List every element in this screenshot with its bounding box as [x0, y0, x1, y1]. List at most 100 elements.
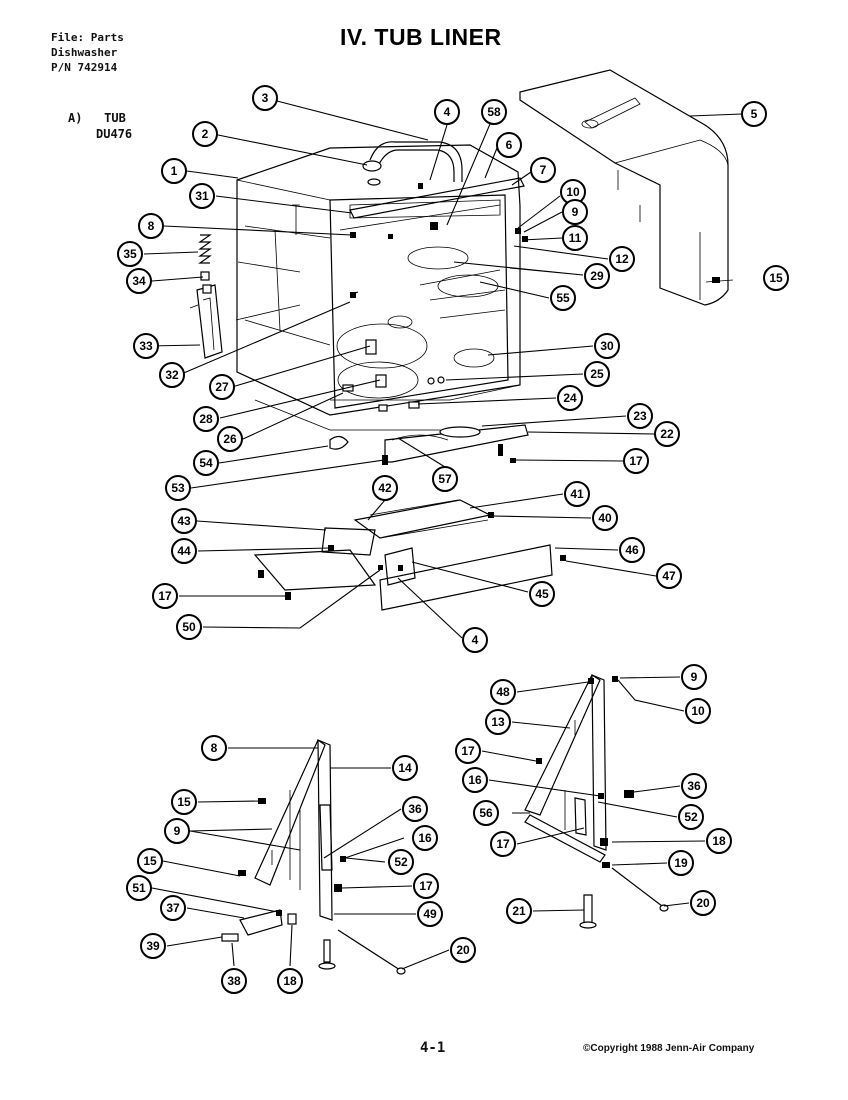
svg-text:30: 30 — [600, 339, 614, 353]
callout-56: 56 — [473, 800, 499, 826]
callout-40: 40 — [592, 505, 618, 531]
callout-8: 8 — [201, 735, 227, 761]
callout-27: 27 — [209, 374, 235, 400]
svg-text:47: 47 — [662, 569, 676, 583]
tub-body-drawing — [235, 144, 521, 431]
callout-14: 14 — [392, 755, 418, 781]
callout-10: 10 — [560, 179, 586, 205]
svg-text:34: 34 — [132, 274, 146, 288]
callout-52: 52 — [678, 804, 704, 830]
svg-text:6: 6 — [506, 138, 513, 152]
callout-39: 39 — [140, 933, 166, 959]
svg-text:13: 13 — [491, 715, 505, 729]
svg-text:27: 27 — [215, 380, 229, 394]
callout-47: 47 — [656, 563, 682, 589]
svg-text:38: 38 — [227, 974, 241, 988]
svg-text:7: 7 — [540, 163, 547, 177]
callout-19: 19 — [668, 850, 694, 876]
svg-text:48: 48 — [496, 685, 510, 699]
svg-text:11: 11 — [569, 231, 582, 245]
svg-text:20: 20 — [456, 943, 470, 957]
callout-54: 54 — [193, 450, 219, 476]
svg-text:57: 57 — [438, 472, 452, 486]
callout-15: 15 — [171, 789, 197, 815]
svg-text:18: 18 — [712, 834, 726, 848]
svg-text:40: 40 — [598, 511, 612, 525]
svg-text:1: 1 — [171, 164, 178, 178]
svg-text:9: 9 — [174, 824, 181, 838]
callout-24: 24 — [557, 385, 583, 411]
callout-4: 4 — [462, 627, 488, 653]
svg-text:5: 5 — [751, 107, 758, 121]
callout-17: 17 — [152, 583, 178, 609]
svg-text:51: 51 — [132, 881, 146, 895]
callout-34: 34 — [126, 268, 152, 294]
callout-46: 46 — [619, 537, 645, 563]
callout-50: 50 — [176, 614, 202, 640]
svg-text:20: 20 — [696, 896, 710, 910]
svg-text:10: 10 — [566, 185, 580, 199]
callout-15: 15 — [137, 848, 163, 874]
callout-42: 42 — [372, 475, 398, 501]
callout-9: 9 — [164, 818, 190, 844]
section-label: A) TUB — [68, 111, 126, 125]
svg-text:53: 53 — [171, 481, 185, 495]
lid-panel-drawing — [519, 69, 743, 306]
svg-text:35: 35 — [123, 247, 137, 261]
svg-text:36: 36 — [687, 779, 701, 793]
callout-43: 43 — [171, 508, 197, 534]
callout-9: 9 — [681, 664, 707, 690]
model-number-label: DU476 — [96, 127, 133, 141]
callout-36: 36 — [681, 773, 707, 799]
callout-30: 30 — [594, 333, 620, 359]
callout-18: 18 — [277, 968, 303, 994]
svg-text:49: 49 — [423, 907, 437, 921]
callout-53: 53 — [165, 475, 191, 501]
callout-12: 12 — [609, 246, 635, 272]
svg-text:36: 36 — [408, 802, 422, 816]
callout-10: 10 — [685, 698, 711, 724]
svg-text:39: 39 — [146, 939, 160, 953]
svg-text:58: 58 — [487, 105, 501, 119]
heater-bracket-drawing — [329, 424, 529, 465]
fill-tube-drawing — [362, 141, 463, 186]
svg-text:42: 42 — [378, 481, 392, 495]
callout-22: 22 — [654, 421, 680, 447]
right-hinge-assembly-drawing — [524, 674, 669, 929]
svg-text:9: 9 — [572, 205, 579, 219]
callout-28: 28 — [193, 406, 219, 432]
svg-text:10: 10 — [691, 704, 705, 718]
callout-35: 35 — [117, 241, 143, 267]
svg-text:3: 3 — [262, 91, 269, 105]
leader-lines — [143, 100, 706, 970]
callout-52: 52 — [388, 849, 414, 875]
callout-6: 6 — [496, 132, 522, 158]
svg-text:41: 41 — [570, 487, 584, 501]
callout-17: 17 — [413, 873, 439, 899]
door-hinge-assembly-drawing — [253, 499, 566, 611]
callout-29: 29 — [584, 263, 610, 289]
callout-58: 58 — [481, 99, 507, 125]
callout-33: 33 — [133, 333, 159, 359]
svg-text:21: 21 — [512, 904, 526, 918]
callout-38: 38 — [221, 968, 247, 994]
svg-text:16: 16 — [468, 773, 482, 787]
svg-text:50: 50 — [182, 620, 196, 634]
callout-32: 32 — [159, 362, 185, 388]
callout-44: 44 — [171, 538, 197, 564]
callout-48: 48 — [490, 679, 516, 705]
page-number: 4-1 — [420, 1040, 446, 1056]
callout-31: 31 — [189, 183, 215, 209]
svg-text:28: 28 — [199, 412, 213, 426]
top-rail-drawing — [339, 177, 528, 242]
svg-text:54: 54 — [199, 456, 213, 470]
svg-text:17: 17 — [461, 744, 475, 758]
left-parts-drawing — [189, 234, 223, 359]
svg-text:15: 15 — [769, 271, 783, 285]
callout-25: 25 — [584, 361, 610, 387]
callout-41: 41 — [564, 481, 590, 507]
part-number-label: P/N 742914 — [51, 61, 118, 74]
callout-20: 20 — [690, 890, 716, 916]
callout-26: 26 — [217, 426, 243, 452]
